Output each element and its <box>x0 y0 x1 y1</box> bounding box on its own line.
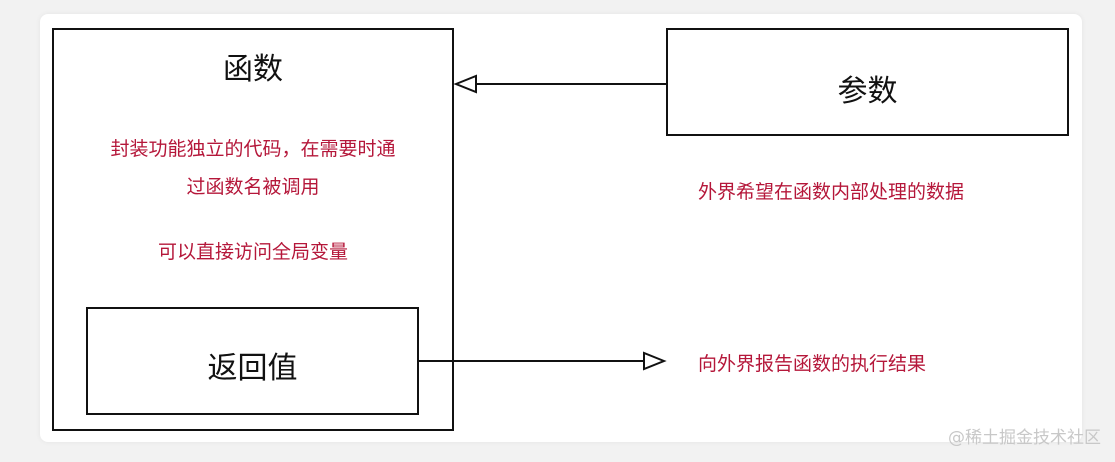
return-value-title: 返回值 <box>207 351 298 386</box>
params-description: 外界希望在函数内部处理的数据 <box>698 181 965 203</box>
return-description: 向外界报告函数的执行结果 <box>698 353 927 375</box>
function-desc-line2: 过函数名被调用 <box>186 176 320 198</box>
return-value-box: 返回值 <box>86 307 419 415</box>
function-desc-line1: 封装功能独立的代码，在需要时通 <box>110 138 396 160</box>
return-to-outside-arrowhead-icon <box>643 351 667 371</box>
watermark: @稀土掘金技术社区 <box>948 428 1101 448</box>
function-desc-line3: 可以直接访问全局变量 <box>157 241 348 263</box>
params-box: 参数 <box>666 28 1069 136</box>
params-title: 参数 <box>837 74 898 109</box>
params-to-function-arrowhead-icon <box>453 74 477 94</box>
function-title: 函数 <box>223 52 283 87</box>
